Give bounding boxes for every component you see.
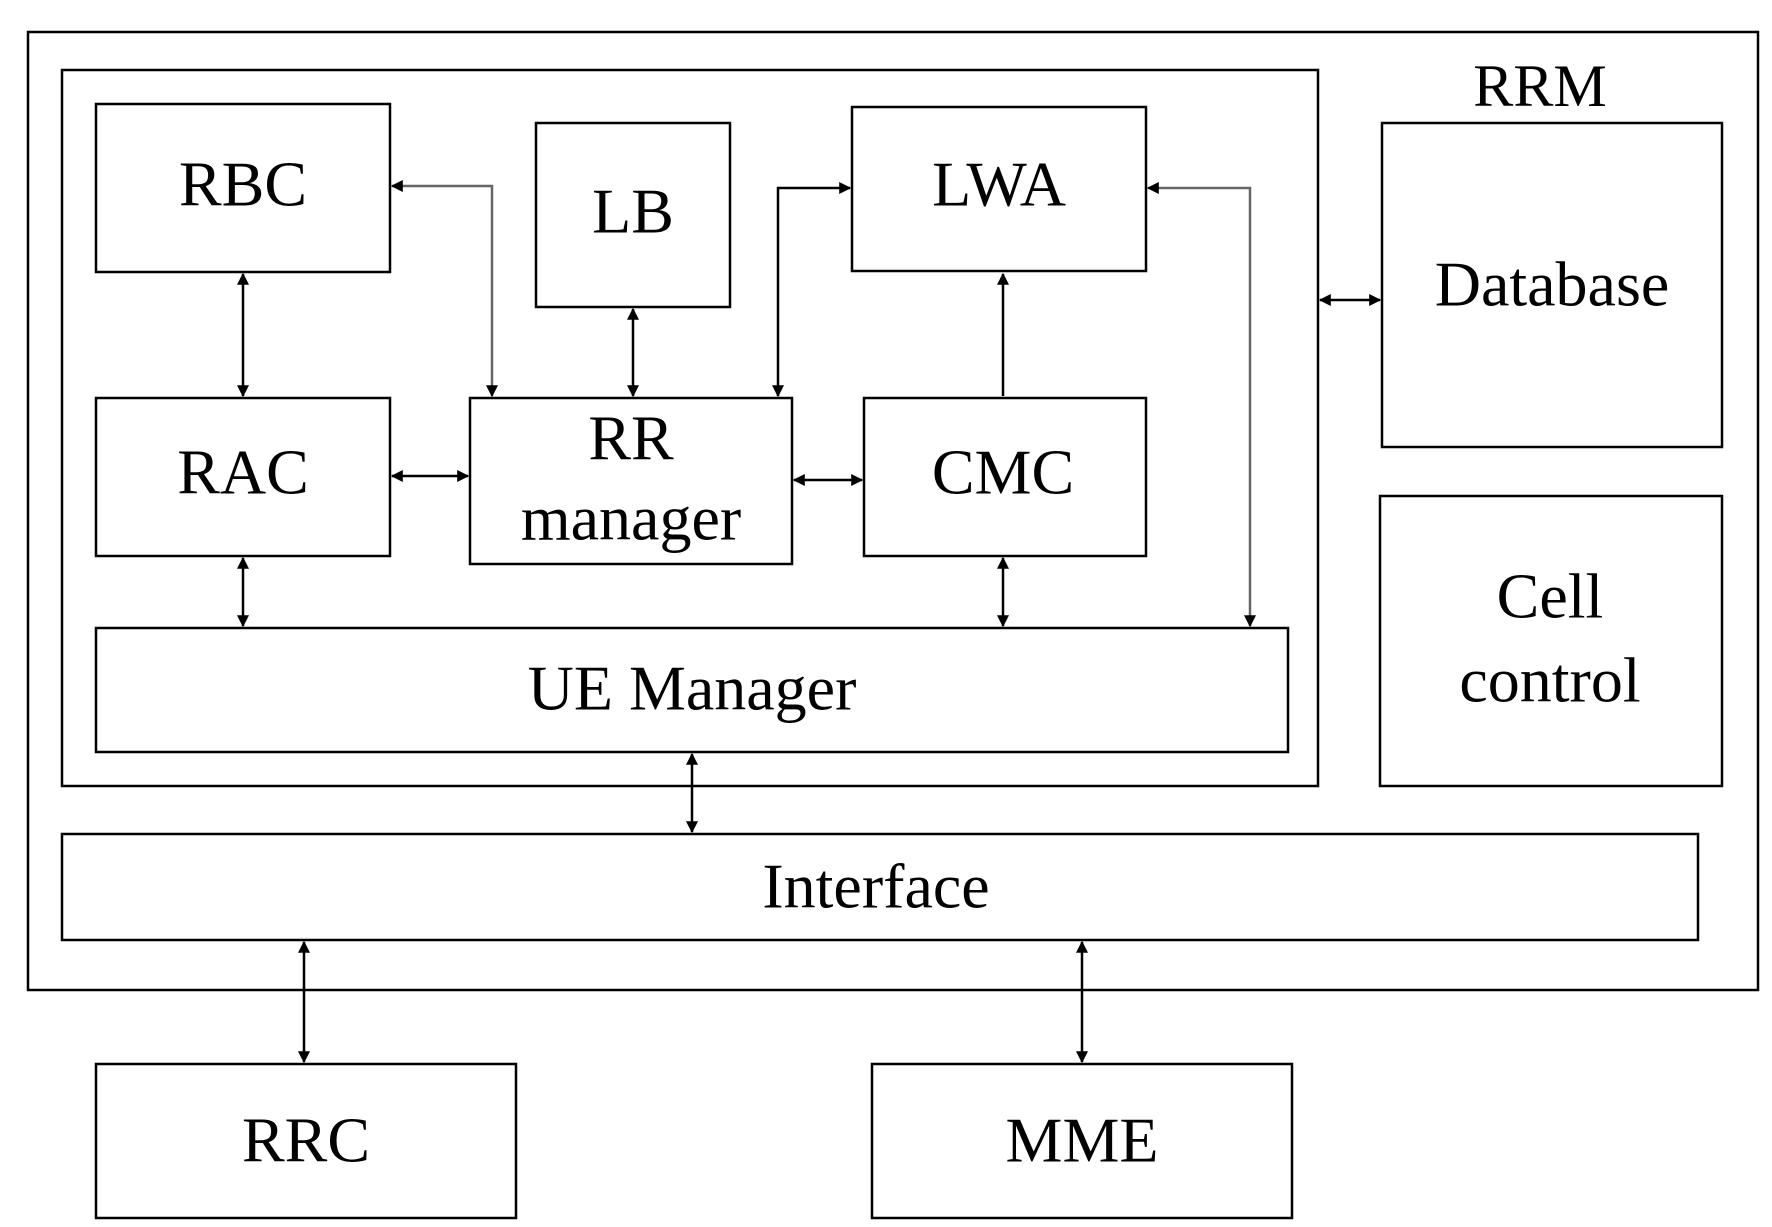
lb-block: LB bbox=[534, 121, 732, 309]
rrc-block: RRC bbox=[94, 1062, 518, 1220]
database-block: Database bbox=[1380, 121, 1724, 449]
arrow-lwa-rr-manager bbox=[772, 182, 852, 398]
cell-control-block: Cell control bbox=[1378, 494, 1724, 788]
interface-label: Interface bbox=[762, 851, 989, 922]
ue-manager-label: UE Manager bbox=[528, 653, 857, 724]
database-label: Database bbox=[1435, 249, 1670, 320]
rr-manager-label-line2: manager bbox=[521, 483, 741, 554]
rr-manager-label-line1: RR bbox=[588, 403, 674, 474]
rbc-label: RBC bbox=[179, 149, 307, 220]
cell-control-label-line1: Cell bbox=[1497, 561, 1604, 632]
arrow-rbc-rr-manager bbox=[390, 180, 498, 398]
rrc-label: RRC bbox=[242, 1105, 370, 1176]
lb-label: LB bbox=[592, 176, 674, 247]
rac-label: RAC bbox=[177, 437, 309, 508]
cmc-block: CMC bbox=[862, 396, 1148, 558]
arrow-lwa-ue-manager bbox=[1146, 182, 1256, 628]
mme-label: MME bbox=[1006, 1105, 1159, 1176]
lwa-label: LWA bbox=[932, 149, 1066, 220]
rr-manager-block: RR manager bbox=[468, 396, 794, 566]
rbc-block: RBC bbox=[94, 102, 392, 274]
mme-block: MME bbox=[870, 1062, 1294, 1220]
cmc-label: CMC bbox=[932, 437, 1074, 508]
rrm-title: RRM bbox=[1473, 53, 1606, 119]
interface-block: Interface bbox=[60, 832, 1700, 942]
ue-manager-block: UE Manager bbox=[94, 626, 1290, 754]
rac-block: RAC bbox=[94, 396, 392, 558]
lwa-block: LWA bbox=[850, 105, 1148, 273]
cell-control-label-line2: control bbox=[1459, 645, 1640, 716]
